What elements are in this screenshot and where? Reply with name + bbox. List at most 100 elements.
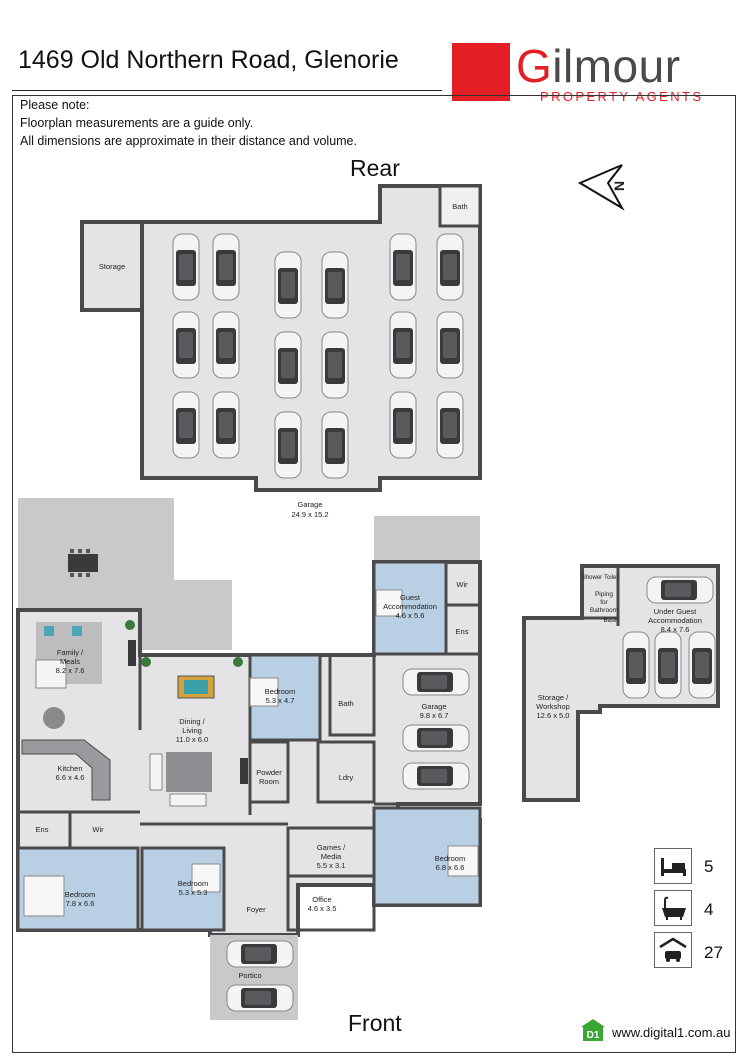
annex-block: [522, 564, 720, 802]
outdoor-dining-set: [68, 549, 98, 577]
dining-table-set: [177, 675, 215, 699]
label-wir-left: Wir: [92, 825, 104, 834]
label-kitchen-dims: 6.6 x 4.6: [56, 773, 85, 782]
label-under-guest-dims: 8.4 x 7.6: [661, 625, 690, 634]
internal-walls: [18, 603, 480, 932]
label-ens-left: Ens: [36, 825, 49, 834]
label-portico: Portico: [238, 971, 261, 980]
note-line-1: Floorplan measurements are a guide only.: [20, 116, 254, 130]
label-bedroom-a-dims: 5.3 x 4.7: [266, 696, 295, 705]
label-under-guest-2: Accommodation: [648, 616, 702, 625]
label-bedroom-b-dims: 5.3 x 5.3: [179, 888, 208, 897]
label-storage-top: Storage: [99, 262, 125, 271]
digital1-logo-icon: D1: [581, 1019, 605, 1041]
label-garage-mid-dims: 9.8 x 6.7: [420, 711, 449, 720]
bedroom-count: 5: [704, 857, 714, 876]
label-bedroom-a: Bedroom: [265, 687, 295, 696]
label-family-dims: 8.2 x 7.6: [56, 666, 85, 675]
logo-subtitle: PROPERTY AGENTS: [540, 89, 704, 104]
kitchen-table: [43, 707, 65, 729]
logo-rest: ilmour: [552, 40, 681, 92]
label-dining-dims: 11.0 x 6.0: [176, 735, 208, 744]
label-dining: Dining /: [179, 717, 205, 726]
label-guest-dims: 4.6 x 5.6: [396, 611, 425, 620]
label-storage-ws-dims: 12.6 x 5.0: [537, 711, 570, 720]
label-powder-2: Room: [259, 777, 279, 786]
website-link[interactable]: www.digital1.com.au: [612, 1025, 731, 1040]
label-wir-guest: Wir: [456, 580, 468, 589]
bathroom-count: 4: [704, 900, 714, 919]
plant-icon: [141, 657, 151, 667]
label-bedroom-master: Bedroom: [65, 890, 95, 899]
label-bedroom-master-dims: 7.8 x 6.6: [66, 899, 95, 908]
gilmour-logo-wordmark: Gilmour: [516, 40, 681, 92]
gilmour-logo-square: [452, 43, 510, 101]
label-garage-big: Garage: [297, 500, 322, 509]
fireplace-living: [240, 758, 248, 784]
label-piping-3: Bathroom: [590, 607, 618, 614]
front-label: Front: [348, 1010, 402, 1036]
label-foyer: Foyer: [246, 905, 266, 914]
bath-top-room: [438, 184, 482, 228]
label-family-2: Meals: [60, 657, 80, 666]
label-family: Family /: [57, 648, 84, 657]
plan-frame: [12, 95, 736, 1053]
note-line-2: All dimensions are approximate in their …: [20, 134, 357, 148]
label-guest: Guest: [400, 593, 421, 602]
note-heading: Please note:: [20, 98, 90, 112]
label-powder: Powder: [256, 768, 282, 777]
label-basin: Basin: [603, 618, 618, 624]
label-dining-2: Living: [182, 726, 202, 735]
living-sofa-set: [149, 752, 212, 807]
label-shower: Shower: [582, 575, 602, 581]
label-garage-mid: Garage: [421, 702, 446, 711]
label-office: Office: [312, 895, 331, 904]
label-bath-mid: Bath: [338, 699, 353, 708]
bathtub-icon: [654, 890, 692, 926]
mid-garage-cars: [402, 668, 470, 790]
label-ens-guest: Ens: [456, 627, 469, 636]
big-garage: [80, 184, 482, 492]
garage-car-icon: [654, 932, 692, 968]
rear-label: Rear: [350, 155, 400, 181]
label-laundry: Ldry: [339, 773, 354, 782]
page-title: 1469 Old Northern Road, Glenorie: [18, 46, 399, 74]
title-underline: [12, 90, 442, 91]
label-under-guest: Under Guest: [654, 607, 697, 616]
label-storage-ws: Storage /: [538, 693, 569, 702]
label-bedroom-b: Bedroom: [178, 879, 208, 888]
label-garage-big-dims: 24.9 x 15.2: [291, 510, 328, 519]
label-piping-2: for: [600, 599, 608, 606]
label-piping-1: Piping: [595, 591, 613, 598]
storage-top-room: [80, 220, 144, 312]
fireplace-left: [128, 640, 136, 666]
property-stats: [654, 848, 692, 968]
outdoor-deck-left: [18, 498, 232, 650]
kitchen-counter: [21, 739, 111, 801]
north-arrow-icon: N: [577, 164, 627, 211]
label-guest-2: Accommodation: [383, 602, 437, 611]
label-games: Games /: [317, 843, 346, 852]
label-bedroom-c: Bedroom: [435, 854, 465, 863]
car-space-count: 27: [704, 943, 723, 962]
bedroom-b-room: [140, 846, 226, 932]
plant-icon: [125, 620, 135, 630]
bed-furniture: [23, 589, 479, 917]
d1-badge-text: D1: [587, 1030, 600, 1041]
label-games-2: Media: [321, 852, 342, 861]
family-lounge-set: [35, 622, 102, 689]
label-office-dims: 4.6 x 3.5: [308, 904, 337, 913]
plant-icon: [233, 657, 243, 667]
label-toilet: Toilet: [604, 575, 618, 581]
label-storage-ws-2: Workshop: [536, 702, 570, 711]
bed-icon: [654, 848, 692, 884]
north-letter: N: [611, 181, 627, 191]
label-bath-top: Bath: [452, 202, 467, 211]
outdoor-deck-guest: [374, 516, 480, 562]
room-labels: Storage Bath Garage 24.9 x 15.2 Family /…: [36, 202, 702, 980]
label-games-dims: 5.5 x 3.1: [317, 861, 346, 870]
label-kitchen: Kitchen: [57, 764, 82, 773]
label-bedroom-c-dims: 6.8 x 6.6: [436, 863, 465, 872]
logo-g: G: [516, 40, 553, 92]
